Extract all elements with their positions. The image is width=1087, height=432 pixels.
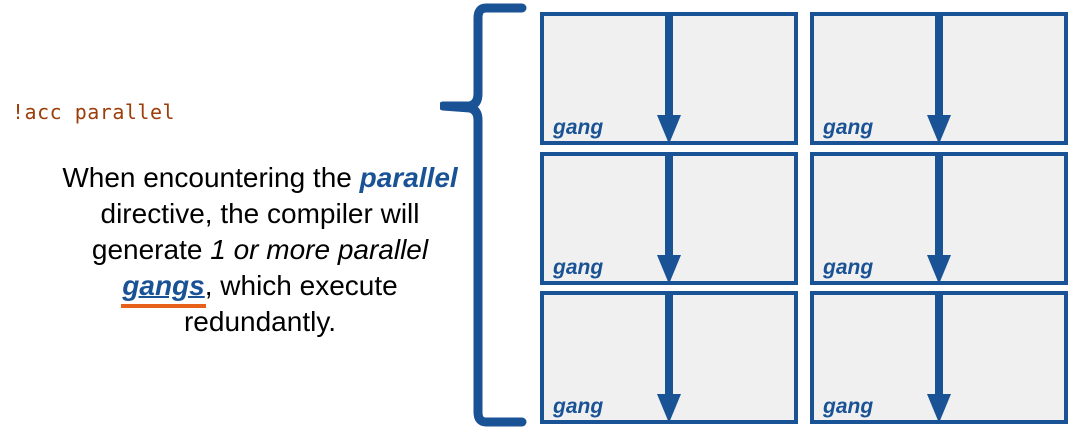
keyword-gangs: gangs: [122, 270, 205, 301]
down-arrow-icon: [927, 152, 951, 284]
gang-box[interactable]: gang: [810, 291, 1068, 424]
left-curly-brace-icon: [440, 3, 527, 427]
gang-label: gang: [823, 395, 874, 418]
keyword-parallel: parallel: [359, 162, 458, 193]
gang-box[interactable]: gang: [540, 291, 798, 424]
gang-box[interactable]: gang: [810, 12, 1068, 145]
description-part-2: directive, the compiler will generate: [91, 198, 420, 265]
description-part-3: , which execute redundantly.: [183, 270, 398, 337]
gang-label: gang: [823, 116, 874, 139]
emphasis-one-or-more-parallel: 1 or more parallel: [210, 234, 429, 265]
description-text: When encountering the parallel directive…: [60, 160, 460, 340]
gang-label: gang: [823, 256, 874, 279]
gang-label: gang: [553, 395, 604, 418]
gang-box[interactable]: gang: [810, 152, 1068, 285]
down-arrow-icon: [657, 12, 681, 144]
description-part-1: When encountering the: [62, 162, 352, 193]
gang-box[interactable]: gang: [540, 12, 798, 145]
code-directive: !acc parallel: [12, 100, 176, 124]
gang-grid: gang gang gang gang gang: [540, 12, 1070, 424]
gang-label: gang: [553, 116, 604, 139]
gang-label: gang: [553, 256, 604, 279]
gang-box[interactable]: gang: [540, 152, 798, 285]
down-arrow-icon: [657, 152, 681, 284]
down-arrow-icon: [927, 291, 951, 423]
down-arrow-icon: [927, 12, 951, 144]
down-arrow-icon: [657, 291, 681, 423]
